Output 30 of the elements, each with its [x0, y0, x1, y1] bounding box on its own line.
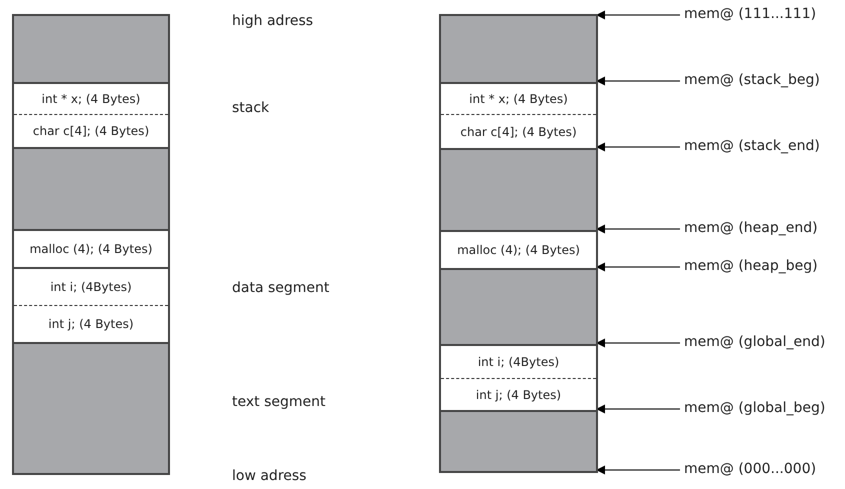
segment-label: high adress: [232, 12, 314, 30]
address-label: mem@ (000...000): [684, 460, 816, 478]
address-label: mem@ (global_beg): [684, 399, 826, 417]
arrow: [596, 404, 680, 414]
segment-label: text segment: [232, 393, 326, 411]
arrow: [596, 10, 680, 20]
segment-label: low adress: [232, 467, 306, 485]
memory-column: [439, 14, 598, 473]
address-label: mem@ (heap_end): [684, 219, 818, 237]
memory-block: [441, 268, 596, 344]
address-label: mem@ (global_end): [684, 333, 826, 351]
memory-block: [14, 16, 168, 82]
arrow: [596, 142, 680, 152]
memory-block: [441, 16, 596, 82]
memory-block: [441, 410, 596, 471]
address-label: mem@ (stack_end): [684, 137, 820, 155]
arrow: [596, 76, 680, 86]
arrow: [596, 466, 680, 474]
segment-label: data segment: [232, 279, 330, 297]
address-label: mem@ (111...111): [684, 5, 816, 23]
memory-block: [14, 147, 168, 229]
arrow: [596, 224, 680, 234]
memory-block: [14, 342, 168, 473]
memory-block: [441, 148, 596, 230]
address-label: mem@ (heap_beg): [684, 257, 818, 275]
arrow: [596, 262, 680, 272]
address-label: mem@ (stack_beg): [684, 71, 820, 89]
segment-label: stack: [232, 99, 270, 117]
arrow: [596, 338, 680, 348]
memory-column: [12, 14, 170, 475]
